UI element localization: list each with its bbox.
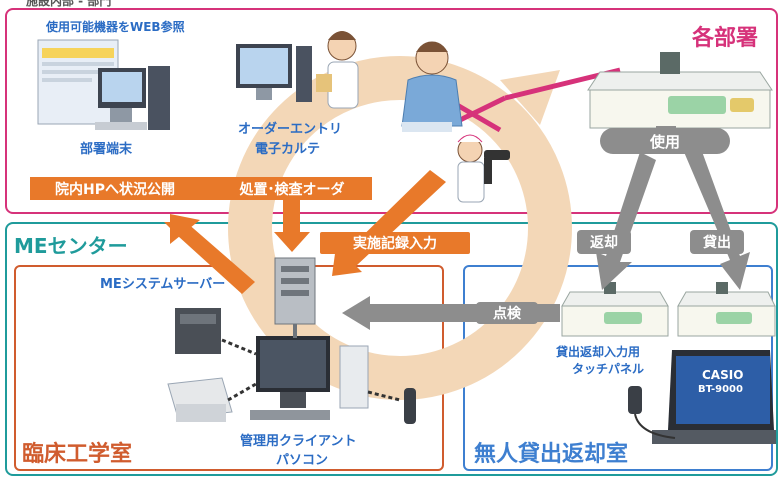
me-server-label: MEシステムサーバー [100, 277, 226, 292]
barcode-scanner [404, 388, 416, 424]
top-caption: 施設内部 - 部門 [26, 0, 112, 8]
web-view-label: 使用可能機器をWEB参照 [46, 20, 185, 34]
admin-client-pc [250, 324, 369, 420]
unmanned-title: 無人貸出返却室 [474, 442, 629, 467]
medical-device-lend [677, 282, 776, 337]
dept-terminal-label: 部署端末 [80, 142, 133, 157]
order-entry-label: オーダーエントリ [238, 122, 343, 137]
touch-panel-terminal [628, 350, 776, 444]
admin-client-label-2: パソコン [276, 453, 329, 468]
circular-flow-ring [228, 56, 572, 400]
emr-label: 電子カルテ [255, 142, 321, 157]
laser-printer [167, 377, 233, 422]
departments-title: 各部署 [692, 26, 759, 51]
medical-device-return [561, 282, 669, 337]
clinical-eng-title: 臨床工学室 [22, 442, 133, 467]
orange-arrows [30, 170, 470, 294]
doctor-figure [401, 41, 463, 132]
touch-panel-label-2: タッチパネル [572, 362, 645, 376]
admin-client-label-1: 管理用クライアント [240, 434, 357, 449]
lend-label: 貸出 [690, 230, 744, 254]
treatment-order-arrow: 処置･検査オーダ [239, 181, 345, 198]
label-printer [175, 308, 221, 354]
status-publish-arrow: 院内HPへ状況公開 [55, 181, 175, 198]
nurse-figure [457, 134, 510, 203]
order-entry-workstation [236, 31, 359, 109]
touch-panel-label-1: 貸出返却入力用 [556, 345, 641, 359]
record-input-arrow: 実施記録入力 [353, 236, 437, 252]
casio-brand: CASIO [702, 368, 744, 382]
return-label: 返却 [577, 230, 631, 254]
use-label: 使用 [600, 128, 730, 154]
inspect-label: 点検 [476, 302, 538, 324]
medical-device-top [587, 52, 773, 129]
dept-terminal-computer [37, 39, 170, 130]
dashed-connections [221, 338, 401, 402]
me-center-title: MEセンター [14, 234, 128, 258]
me-server [274, 257, 316, 325]
casio-model: BT-9000 [698, 384, 743, 395]
